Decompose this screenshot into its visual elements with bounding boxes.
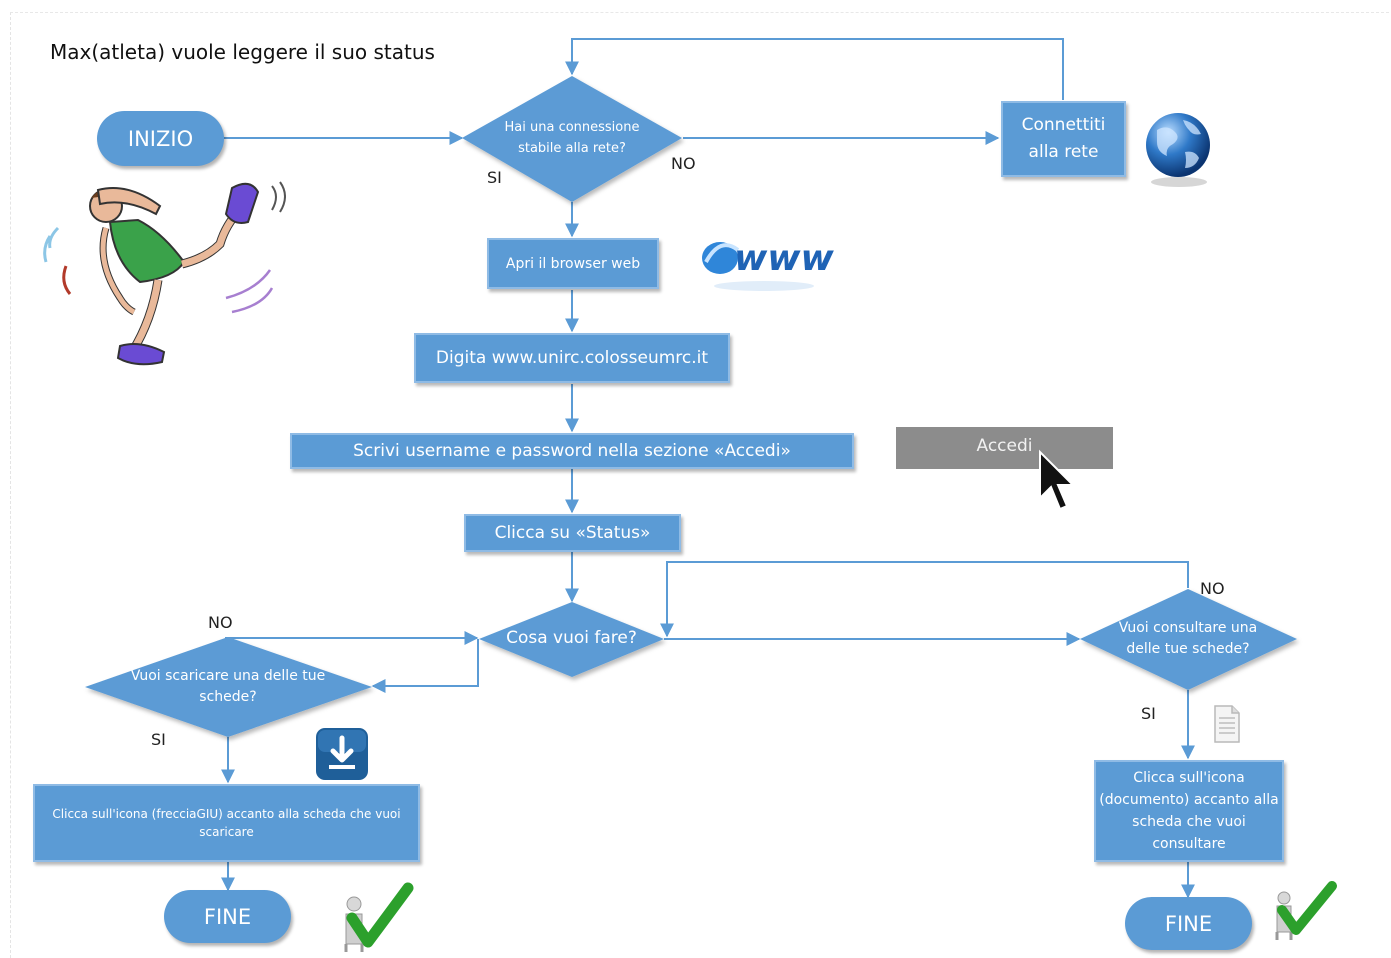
end-node-left: FINE <box>164 890 291 943</box>
mouse-cursor-icon <box>1039 449 1076 511</box>
arrow-consultare-no-loop <box>660 561 1189 638</box>
diagram-title: Max(atleta) vuole leggere il suo status <box>50 40 435 64</box>
clicca-freccia-box: Clicca sull'icona (frecciaGIU) accanto a… <box>33 784 420 862</box>
start-node: INIZIO <box>97 111 224 166</box>
apri-browser-box: Apri il browser web <box>487 238 659 289</box>
end-node-right: FINE <box>1125 897 1252 950</box>
decision-cosa-fare <box>479 602 664 677</box>
digita-url-box: Digita www.unirc.colosseumrc.it <box>414 333 730 383</box>
clicca-documento-box: Clicca sull'icona(documento) accanto all… <box>1094 760 1284 862</box>
cosa-fare-question: Cosa vuoi fare? <box>506 628 637 648</box>
arrow-cosa-fare-to-scaricare <box>371 639 479 693</box>
label-consultare-si: SI <box>1141 704 1156 723</box>
download-arrow-icon <box>316 728 368 780</box>
arrow-connettiti-loop-back <box>565 38 1064 100</box>
www-logo-text: www <box>734 238 834 279</box>
decision-consultare <box>1080 589 1297 690</box>
checkmark-figure-icon-right <box>1275 881 1337 940</box>
label-scaricare-no: NO <box>208 613 233 632</box>
www-logo-icon: www <box>702 238 834 291</box>
label-connessione-si: SI <box>487 168 502 187</box>
clicca-status-box: Clicca su «Status» <box>464 514 681 552</box>
label-scaricare-si: SI <box>151 730 166 749</box>
scrivi-credenziali-box: Scrivi username e password nella sezione… <box>290 433 854 469</box>
decision-connessione <box>462 76 682 202</box>
label-consultare-no: NO <box>1200 579 1225 598</box>
checkmark-figure-icon <box>344 882 414 952</box>
decision-scaricare <box>85 637 372 737</box>
accedi-button-illustration: Accedi <box>896 427 1113 469</box>
globe-icon <box>1146 113 1210 187</box>
page-frame <box>10 12 1389 958</box>
document-icon <box>1214 705 1240 743</box>
label-connessione-no: NO <box>671 154 696 173</box>
tired-runner-illustration <box>43 181 286 366</box>
